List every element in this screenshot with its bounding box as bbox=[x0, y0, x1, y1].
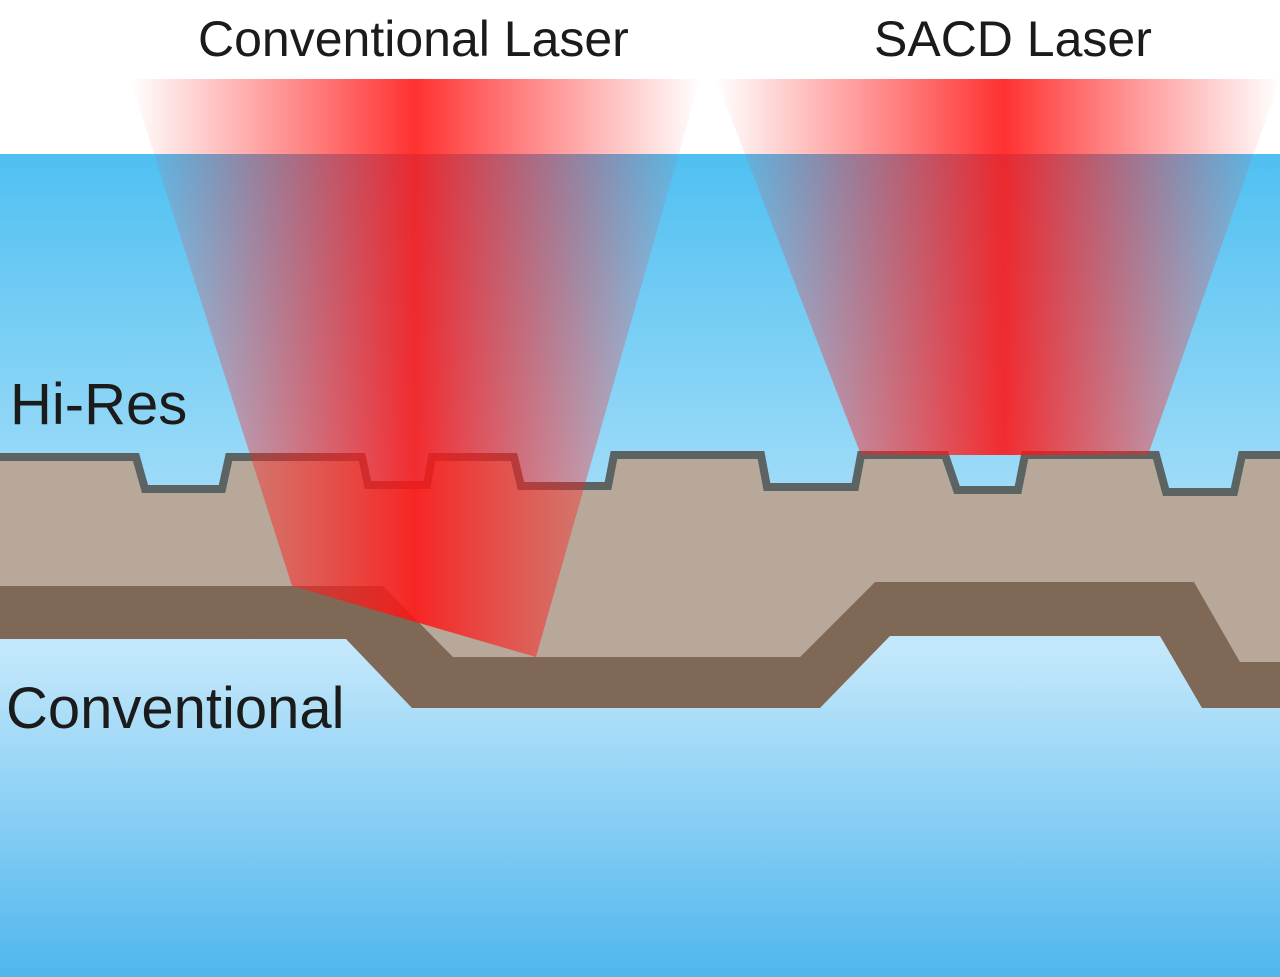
conventional-laser-label: Conventional Laser bbox=[198, 11, 629, 67]
conventional-layer bbox=[0, 582, 1280, 708]
conventional-layer-label: Conventional bbox=[6, 676, 345, 741]
sacd-laser-beam bbox=[716, 79, 1280, 455]
hires-layer-label: Hi-Res bbox=[10, 372, 188, 437]
sacd-laser-label: SACD Laser bbox=[874, 11, 1152, 67]
conventional-laser-beam bbox=[130, 79, 700, 657]
